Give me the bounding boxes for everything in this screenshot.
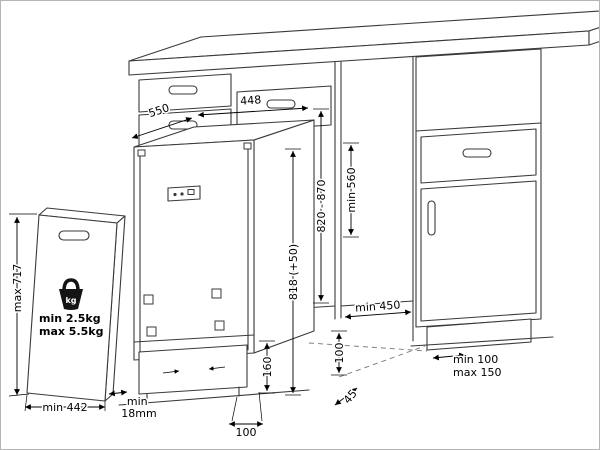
control-panel — [167, 185, 201, 202]
dim-arrow-min450 — [344, 309, 412, 320]
right-cabinet-divider — [415, 122, 542, 132]
door-bottom-line — [133, 334, 255, 343]
dim-label-100-right: 100 — [333, 343, 346, 364]
dishwasher — [118, 119, 315, 406]
door-handle — [427, 200, 436, 236]
dim-label-min442: min 442 — [42, 401, 87, 414]
floor-dashed-line — [338, 345, 426, 378]
drawer-handle — [168, 85, 198, 95]
mounting-point — [211, 288, 222, 299]
dim-label-min18mm: min 18mm — [121, 395, 156, 420]
mounting-point — [214, 320, 225, 331]
dim-label-max717: max 717 — [11, 264, 24, 312]
weight-kg-label: kg — [65, 296, 76, 305]
floor-line-right — [410, 336, 554, 347]
dim-arrow-18mm — [108, 389, 128, 397]
dim-label-820-870: 820 - 870 — [315, 180, 328, 233]
floor-guides — [308, 342, 428, 378]
control-display — [187, 189, 195, 195]
dim-arrow-45 — [334, 387, 358, 406]
floor-line-left — [118, 389, 310, 406]
right-cabinet — [410, 48, 554, 351]
extension-lines — [8, 108, 359, 422]
dishwasher-front-door — [133, 139, 255, 361]
mounting-point — [143, 294, 154, 305]
panel-handle — [58, 230, 90, 241]
dishwasher-side-face — [253, 119, 315, 354]
weight-icon-body — [59, 289, 83, 310]
right-cabinet-plinth — [426, 318, 532, 351]
kickplate — [138, 344, 248, 395]
control-button — [180, 192, 184, 196]
dim-label-818: 818 (+50) — [287, 244, 300, 300]
dimension-arrows — [14, 105, 466, 427]
mounting-point — [146, 326, 157, 337]
dim-label-448: 448 — [240, 93, 262, 107]
dim-arrow-plinth-recess — [432, 352, 466, 361]
niche-floor-edge — [340, 300, 414, 307]
kickplate-adjust-arrow — [162, 369, 180, 374]
dim-arrow-550 — [131, 117, 193, 139]
furniture-door-panel: kg min 2.5kg max 5.5kg — [26, 207, 126, 402]
dim-label-min450: min 450 — [355, 298, 401, 314]
counter-end-face — [588, 27, 599, 46]
dim-label-plinth-recess: min 100 max 150 — [453, 353, 502, 379]
control-button — [173, 192, 177, 197]
panel-weight-max-label: max 5.5kg — [39, 325, 104, 338]
right-cabinet-door — [420, 180, 537, 322]
drawer-handle — [462, 148, 492, 158]
dim-label-45: 45 — [341, 387, 360, 406]
kickplate-adjust-arrow — [208, 366, 226, 371]
drawer-handle — [266, 99, 296, 109]
dim-label-min560: min 560 — [345, 167, 358, 212]
dim-label-160: 160 — [261, 357, 274, 378]
dim-arrow-448 — [197, 105, 309, 118]
kitchen-counter — [128, 10, 599, 76]
weight-icon-handle — [62, 278, 80, 292]
floor-dashed-line — [308, 342, 428, 352]
mounting-bracket — [137, 149, 146, 157]
panel-weight-min-label: min 2.5kg — [39, 312, 101, 325]
dimension-labels: 550 448 min 560 820 - 870 818 (+50) max … — [10, 92, 503, 441]
mounting-bracket — [243, 142, 252, 150]
dim-label-100-bottom: 100 — [236, 426, 257, 439]
